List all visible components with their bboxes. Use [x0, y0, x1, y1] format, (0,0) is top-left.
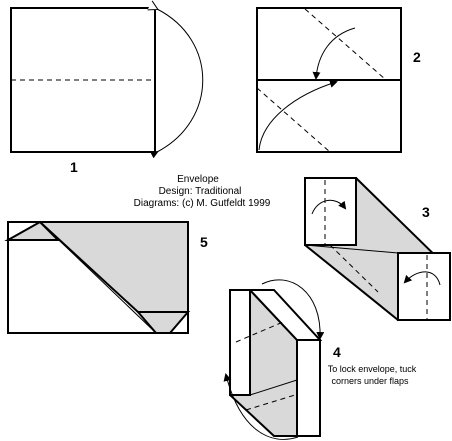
step-2-diagram: 2	[256, 7, 421, 153]
step-5-bottom-right-flap	[135, 311, 191, 334]
step-3-middle-edge	[304, 244, 399, 254]
step-3-upper-fold-arrow-icon	[311, 199, 347, 215]
step-4-lower-tuck-arrow-icon	[223, 373, 299, 440]
step-5-number: 5	[200, 234, 208, 250]
step-4-inner-edge	[249, 379, 298, 396]
step-4-right-flap	[296, 339, 321, 437]
step-4-note-line-2: corners under flaps	[331, 376, 409, 386]
step-3-lower-fold-arrow-icon	[403, 271, 441, 286]
credits-block: Envelope Design: Traditional Diagrams: (…	[134, 174, 271, 209]
step-4-left-flap	[229, 289, 251, 396]
step-4-diagram: 4 To lock envelope, tuck corners under f…	[223, 279, 417, 440]
step-2-number: 2	[413, 49, 421, 65]
design-credit: Design: Traditional	[159, 186, 242, 197]
step-1-diagram: 1	[10, 8, 204, 175]
step-3-mid-diagonal-fold-line	[329, 244, 379, 293]
step-2-upper-fold-arrow-icon	[312, 27, 356, 80]
step-2-lower-diagonal-fold-line	[256, 87, 331, 153]
step-2-lower-fold-arrow-icon	[258, 80, 338, 151]
step-3-number: 3	[422, 204, 430, 220]
step-5-diagonal-shaded-flap	[37, 221, 189, 313]
step-4-number: 4	[333, 344, 341, 360]
step-1-number: 1	[70, 159, 78, 175]
step-4-note-line-1: To lock envelope, tuck	[328, 364, 417, 374]
step-5-diagram: 5	[4, 220, 208, 334]
step-3-lower-right-flap	[397, 252, 451, 321]
model-title: Envelope	[177, 174, 219, 185]
step-4-upper-tuck-arrow-icon	[261, 279, 325, 340]
step-3-diagram: 3	[304, 177, 451, 321]
step-5-diagonal-edge	[39, 221, 157, 334]
step-1-fold-arrow-icon	[157, 9, 204, 152]
diagrams-credit: Diagrams: (c) M. Gutfeldt 1999	[134, 198, 271, 209]
